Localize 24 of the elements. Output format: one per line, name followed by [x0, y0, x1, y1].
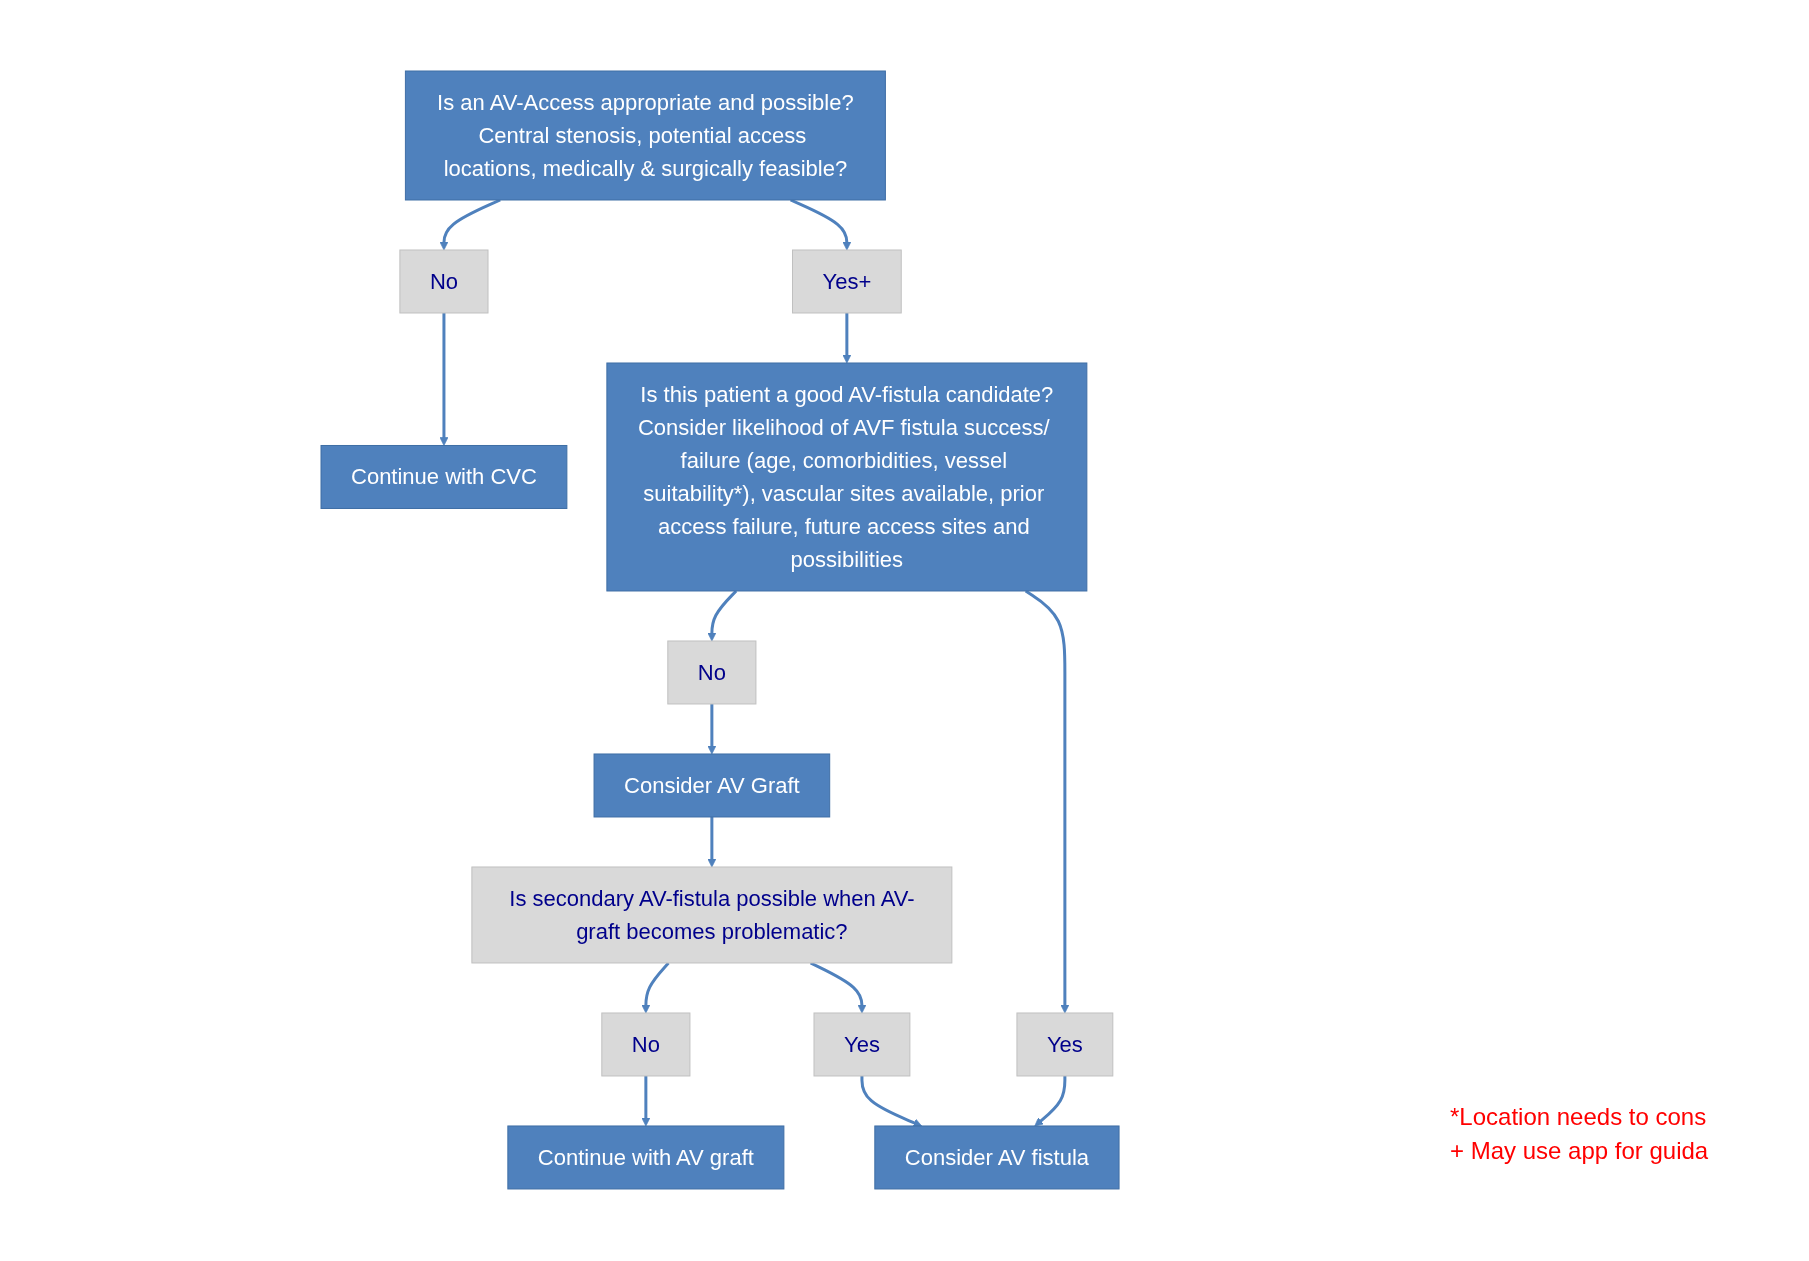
node-box: Is secondary AV-fistula possible when AV-graft becomes problematic? [471, 866, 953, 964]
footnote: + May use app for guida [1450, 1136, 1710, 1166]
arrow [860, 1076, 923, 1127]
node-box: Continue with AV graft [507, 1125, 785, 1190]
arrow [1034, 1076, 1067, 1127]
node-box: No [399, 249, 489, 314]
arrow [439, 313, 449, 446]
node-box: Consider AV Graft [593, 753, 831, 818]
node-box: Is an AV-Access appropriate and possible? Central stenosis, potential access locations, medically & surgically feasible? [404, 70, 886, 201]
node-box: Yes [813, 1012, 911, 1077]
node-box: Yes [1016, 1012, 1114, 1077]
node-box: No [667, 640, 757, 705]
node-box: Continue with CVC [320, 445, 568, 509]
node-box: Consider AV fistula [874, 1125, 1120, 1190]
arrow [641, 962, 670, 1014]
arrow [809, 961, 867, 1014]
arrow [707, 817, 717, 868]
footnote: *Location needs to cons [1450, 1102, 1708, 1132]
arrow [641, 1076, 651, 1127]
node-box: Is this patient a good AV-fistula candidate? Consider likelihood of AVF fistula success/ failure (age, comorbidities, vessel suitability*), vascular sites available, prior access failure, future access sites and possibilities [606, 362, 1088, 592]
arrow [842, 313, 852, 364]
node-box: Yes+ [791, 249, 902, 314]
arrow [707, 704, 717, 755]
node-box: No [601, 1012, 691, 1077]
